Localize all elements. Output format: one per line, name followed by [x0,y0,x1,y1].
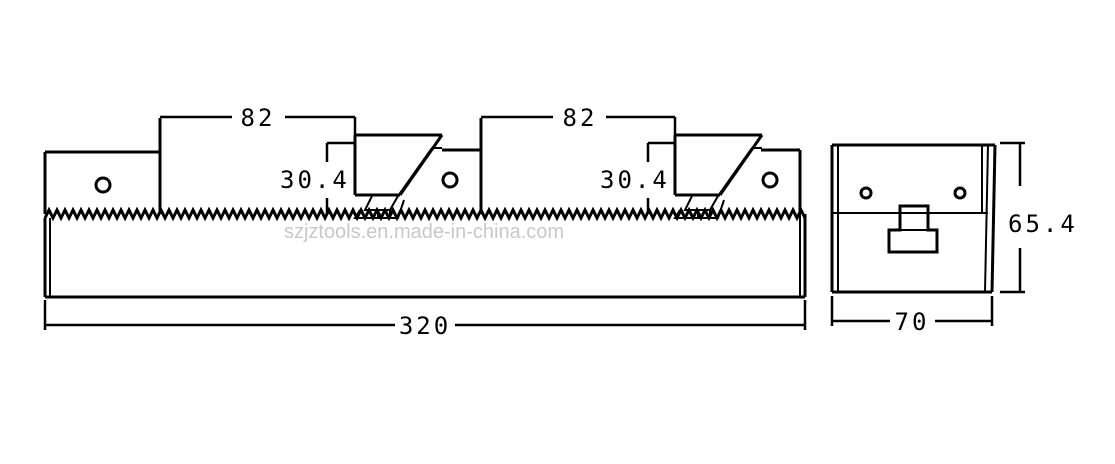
clamp-bracket-right [673,133,764,219]
dim-82-left-label: 82 [241,104,276,132]
dimension-65-4: 65.4 [1000,141,1078,294]
blade-body [43,214,807,299]
serrated-edge [43,206,807,222]
side-view: 65.4 70 [830,141,1078,336]
back-plate [43,118,802,214]
dim-65-4-label: 65.4 [1008,210,1078,238]
dim-70-label: 70 [895,308,930,336]
mounting-hole-3 [761,171,779,189]
dim-30-4-left-label: 30.4 [280,166,350,194]
mounting-hole-1 [94,176,112,194]
dimension-320: 320 [43,300,807,340]
dimension-30-4-right: 30.4 [600,141,675,214]
clamp-bracket-left [353,133,444,219]
dim-30-4-right-label: 30.4 [600,166,670,194]
dimension-30-4-left: 30.4 [280,141,355,214]
dim-320-label: 320 [399,312,451,340]
dimension-82-right: 82 [481,104,677,135]
dimension-70: 70 [830,296,994,336]
watermark: szjztools.en.made-in-china.com [284,221,564,243]
mounting-hole-2 [441,171,459,189]
dim-82-right-label: 82 [563,104,598,132]
dimension-82-left: 82 [160,104,357,135]
side-hole-right [953,186,967,200]
side-view-outline [830,143,997,294]
front-view: 82 82 30.4 30.4 320 [43,104,807,340]
side-hole-left [859,186,873,200]
